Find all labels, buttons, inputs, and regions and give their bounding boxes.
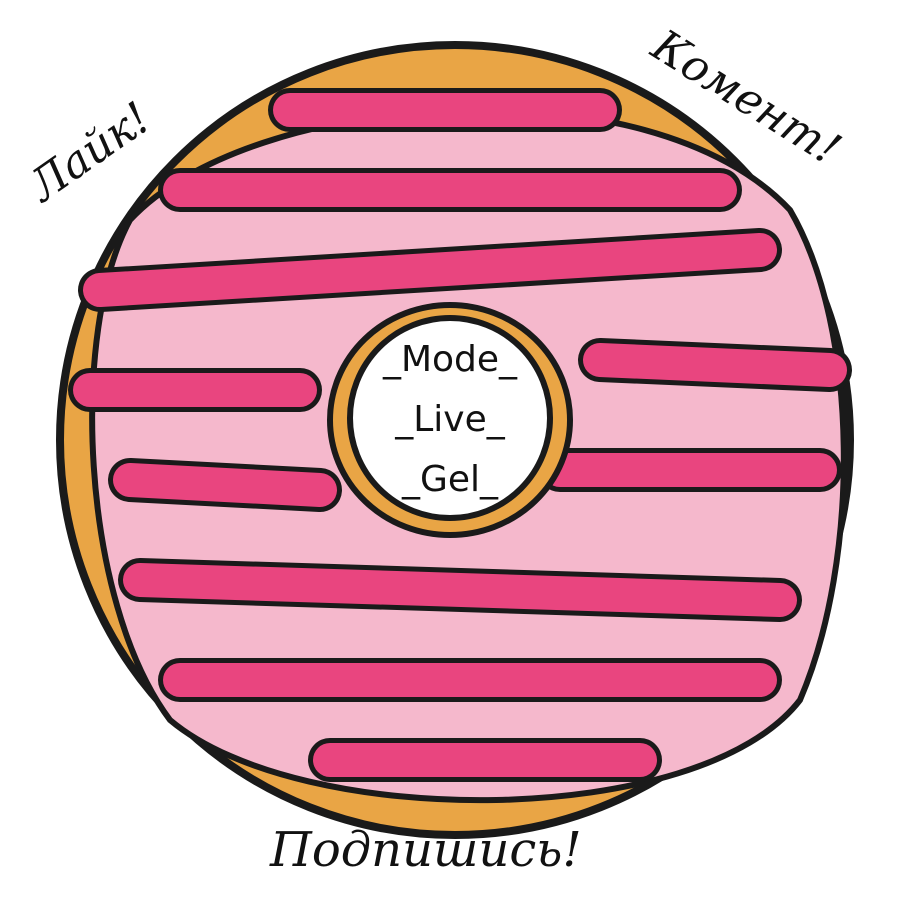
channel-name-line: _Mode_: [382, 339, 518, 380]
channel-name: _Mode_ _Live_ _Gel_: [350, 330, 550, 510]
channel-name-line: _Live_: [395, 399, 505, 440]
subscribe-text: Подпишись!: [270, 822, 582, 878]
channel-name-line: _Gel_: [401, 459, 499, 500]
donut-hole: [347, 315, 553, 521]
